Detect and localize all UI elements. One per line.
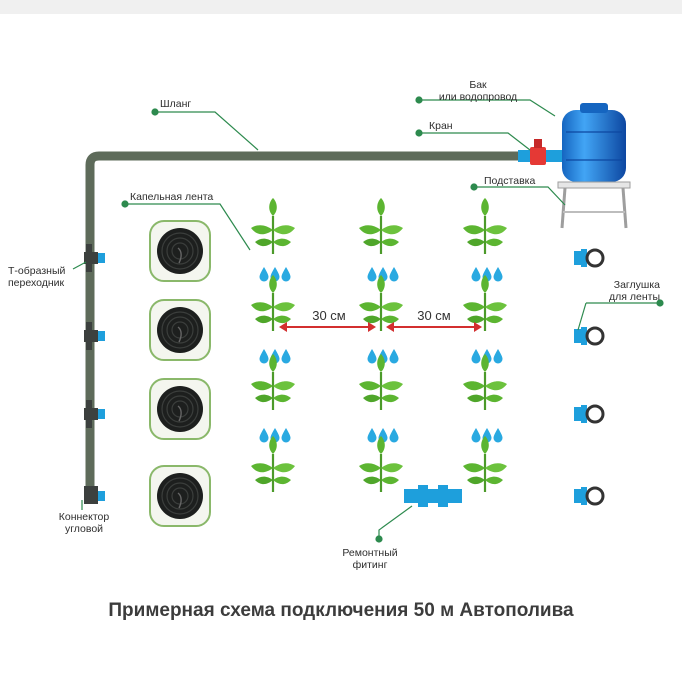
row-3 [84, 352, 605, 443]
row-2 [84, 273, 605, 364]
label-drip-tape: Капельная лента [130, 191, 213, 203]
leader-lines [72, 96, 664, 543]
spacing-arrow-2 [386, 322, 482, 332]
spacing-label-2: 30 см [417, 308, 451, 323]
spacing-arrow-1 [279, 322, 376, 332]
label-repair-1: Ремонтный [342, 547, 397, 559]
end-cap-icon [572, 247, 605, 269]
drip-tape-coil-icon [149, 220, 211, 282]
label-repair-2: фитинг [353, 559, 388, 571]
hose-pipe [85, 151, 523, 500]
water-tank [562, 103, 626, 182]
label-corner-2: угловой [65, 523, 103, 535]
spacing-label-1: 30 см [312, 308, 346, 323]
label-tank-2: или водопровод [439, 91, 517, 103]
label-corner-1: Коннектор [59, 511, 110, 523]
label-tank-1: Бак [469, 79, 487, 91]
label-valve: Кран [429, 120, 453, 132]
repair-fitting-icon [404, 485, 462, 507]
label-tee-2: переходник [8, 277, 65, 289]
label-tee-1: Т-образный [8, 265, 65, 277]
label-end-cap-2: для ленты [609, 291, 660, 303]
top-band [0, 0, 682, 14]
corner-connector-icon [84, 486, 105, 504]
label-hose: Шланг [160, 98, 191, 110]
label-stand: Подставка [484, 175, 535, 187]
tank-stand [557, 181, 631, 229]
row-1 [84, 196, 605, 282]
row-4 [84, 434, 605, 527]
label-end-cap-1: Заглушка [614, 279, 660, 291]
valve [518, 139, 562, 165]
caption: Примерная схема подключения 50 м Автопол… [108, 600, 574, 621]
